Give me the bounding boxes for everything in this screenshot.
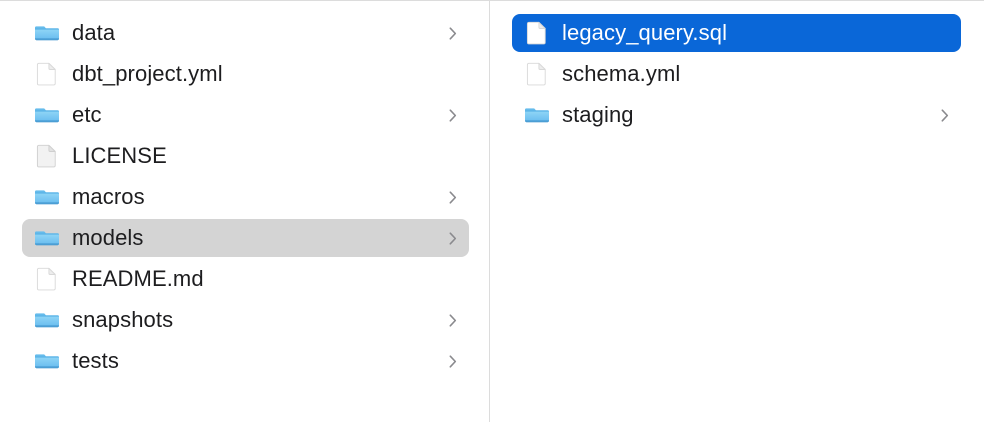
file-row[interactable]: README.md [22,260,469,298]
file-name-label: tests [72,348,119,373]
file-name-label: schema.yml [562,61,681,86]
document-icon [34,266,60,292]
folder-icon [34,102,60,128]
file-row[interactable]: tests [22,342,469,380]
file-name-label: macros [72,184,145,209]
file-row[interactable]: snapshots [22,301,469,339]
file-row[interactable]: schema.yml [512,55,961,93]
file-row[interactable]: models [22,219,469,257]
file-name-label: models [72,225,144,250]
file-name-label: LICENSE [72,143,167,168]
folder-icon [34,348,60,374]
file-name-label: snapshots [72,307,174,332]
document-icon [34,61,60,87]
disclosure-chevron-icon[interactable] [447,188,459,206]
file-name-label: data [72,20,116,45]
disclosure-chevron-icon[interactable] [447,24,459,42]
folder-icon [34,307,60,333]
disclosure-chevron-icon[interactable] [447,311,459,329]
file-row[interactable]: dbt_project.yml [22,55,469,93]
document-icon [524,20,550,46]
file-name-label: etc [72,102,102,127]
finder-column-parent[interactable]: data dbt_project.yml etc [0,1,490,422]
file-row[interactable]: LICENSE [22,137,469,175]
plain-document-icon [34,143,60,169]
document-icon [524,61,550,87]
file-row[interactable]: legacy_query.sql [512,14,961,52]
file-name-label: staging [562,102,634,127]
folder-icon [34,184,60,210]
disclosure-chevron-icon[interactable] [447,106,459,124]
file-row[interactable]: data [22,14,469,52]
file-name-label: README.md [72,266,204,291]
file-row[interactable]: staging [512,96,961,134]
file-row[interactable]: etc [22,96,469,134]
disclosure-chevron-icon[interactable] [939,106,951,124]
folder-icon [34,225,60,251]
folder-icon [34,20,60,46]
file-row[interactable]: macros [22,178,469,216]
disclosure-chevron-icon[interactable] [447,229,459,247]
file-name-label: dbt_project.yml [72,61,223,86]
file-name-label: legacy_query.sql [562,20,728,45]
finder-column-child[interactable]: legacy_query.sql schema.yml staging [490,1,983,422]
folder-icon [524,102,550,128]
disclosure-chevron-icon[interactable] [447,352,459,370]
